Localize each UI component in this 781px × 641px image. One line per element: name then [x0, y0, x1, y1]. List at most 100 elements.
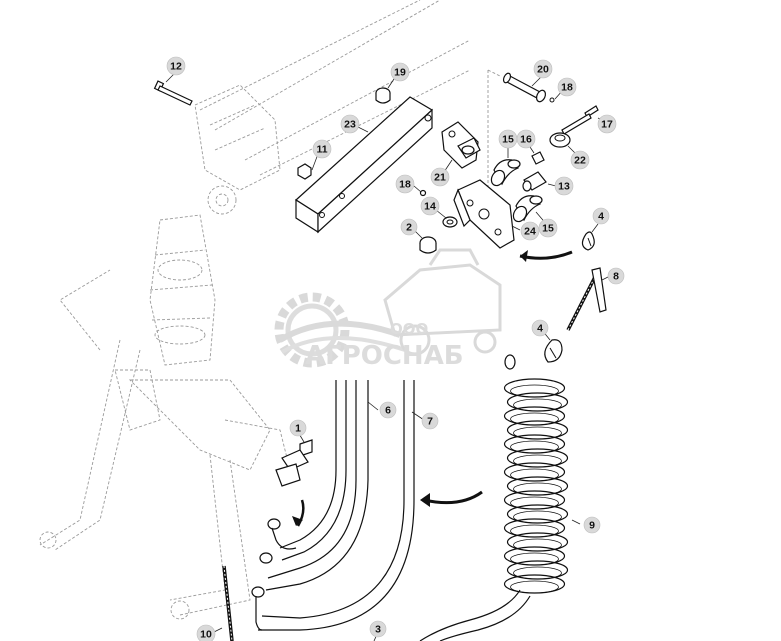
callout-4: 4: [592, 207, 610, 225]
coil-turn-inner: [510, 524, 559, 538]
callout-bubble: [312, 139, 332, 159]
arrow-middle: [420, 490, 483, 507]
callout-label: 7: [427, 416, 433, 428]
callout-bubble: [395, 174, 415, 194]
part-washer-14: [435, 209, 458, 228]
part-nut-22: [549, 132, 577, 155]
callout-9: 9: [583, 516, 601, 534]
callout-bubble: [583, 516, 601, 534]
part-hose-6: [259, 380, 379, 591]
callout-label: 18: [561, 82, 573, 94]
callout-label: 4: [537, 323, 543, 335]
part-coiled-hose-9: [503, 378, 569, 594]
callout-label: 1: [295, 423, 301, 435]
part-cable-tie-8: [566, 267, 611, 331]
arrow-upper: [519, 250, 573, 262]
part-nut-11: [297, 153, 319, 180]
watermark-logo: ООО АГРОСНАБ: [274, 248, 502, 371]
callout-1: 1: [289, 419, 307, 437]
callout-10: 10: [196, 624, 216, 641]
watermark-prefix: ООО: [390, 320, 428, 338]
callout-bubble: [430, 167, 450, 187]
callout-label: 2: [406, 222, 412, 234]
coil-turn-inner: [510, 468, 559, 482]
callout-label: 23: [344, 119, 356, 131]
part-bushing-19: [375, 72, 399, 104]
callout-12: 12: [166, 56, 186, 76]
part-square-tube-23: [295, 96, 434, 234]
callout-label: 17: [601, 119, 613, 131]
callout-4: 4: [531, 319, 549, 337]
part-hose-7: [251, 380, 425, 631]
part-pin-20: [487, 69, 564, 230]
part-rod-10: [213, 565, 234, 641]
callout-label: 22: [574, 155, 586, 167]
part-valve-block-24: [453, 179, 521, 249]
callout-6: 6: [379, 401, 397, 419]
callout-label: 16: [520, 134, 532, 146]
callout-20: 20: [533, 59, 553, 79]
callout-label: 24: [524, 226, 536, 238]
callout-label: 21: [434, 172, 446, 184]
callout-label: 18: [399, 179, 411, 191]
callout-16: 16: [516, 129, 536, 149]
callout-label: 6: [385, 405, 391, 417]
callout-bubble: [379, 401, 397, 419]
callout-18: 18: [557, 77, 577, 97]
part-bracket-21: [441, 121, 481, 176]
coil-turn-inner: [510, 412, 559, 426]
callout-bubble: [557, 77, 577, 97]
callout-13: 13: [554, 176, 574, 196]
callout-22: 22: [570, 150, 590, 170]
part-clip-4-lower: [541, 329, 563, 363]
arrow-hose-tip: [292, 499, 305, 527]
callout-bubble: [607, 267, 625, 285]
callout-bubble: [531, 319, 549, 337]
coil-turn-inner: [513, 482, 562, 496]
coil-turn-inner: [513, 538, 562, 552]
part-elbow-15-lower: [512, 195, 549, 227]
part-fitting-13: [522, 171, 557, 192]
callout-bubble: [400, 218, 418, 236]
callout-label: 15: [542, 223, 554, 235]
coil-turn-inner: [513, 510, 562, 524]
callout-label: 14: [424, 201, 436, 213]
coil-turn-inner: [510, 496, 559, 510]
callout-bubble: [166, 56, 186, 76]
callout-label: 11: [316, 144, 327, 156]
callout-bubble: [533, 59, 553, 79]
callout-bubble: [597, 114, 617, 134]
callout-15: 15: [498, 129, 518, 149]
callout-19: 19: [390, 62, 410, 82]
callout-bubble: [592, 207, 610, 225]
part-clip-4-upper: [581, 223, 599, 251]
callout-21: 21: [430, 167, 450, 187]
callout-2: 2: [400, 218, 418, 236]
callout-label: 19: [394, 67, 406, 79]
callout-3: 3: [369, 620, 387, 638]
part-fitting-2: [413, 229, 437, 254]
callout-7: 7: [421, 412, 439, 430]
callout-23: 23: [340, 114, 360, 134]
callout-label: 12: [170, 61, 182, 73]
callout-8: 8: [607, 267, 625, 285]
part-clamp-1: [275, 431, 313, 487]
part-clip-18-lower: [413, 185, 427, 197]
callout-bubble: [421, 412, 439, 430]
callout-bubble: [369, 620, 387, 638]
callout-bubble: [340, 114, 360, 134]
callout-11: 11: [312, 139, 332, 159]
callout-24: 24: [520, 221, 540, 241]
callout-bubble: [554, 176, 574, 196]
callout-label: 9: [589, 520, 595, 532]
callout-label: 15: [502, 134, 514, 146]
watermark-company: АГРОСНАБ: [305, 341, 464, 371]
coil-turn-inner: [510, 552, 559, 566]
callout-bubble: [570, 150, 590, 170]
callout-bubble: [538, 218, 558, 238]
callout-15: 15: [538, 218, 558, 238]
coil-turn-inner: [510, 580, 559, 594]
part-coiled-hose-9-tail: [419, 354, 581, 641]
